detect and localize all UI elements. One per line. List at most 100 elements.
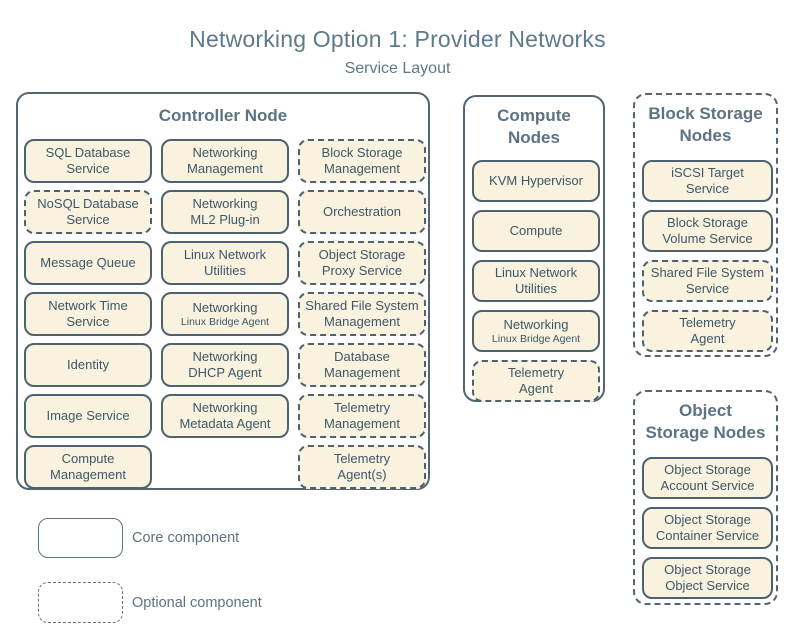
component-label: Agent(s): [337, 467, 387, 482]
group-title-line: Object: [679, 401, 732, 420]
component-kvm-hypervisor: KVM Hypervisor: [472, 160, 600, 202]
component-database-management: Database Management: [298, 343, 426, 387]
component-networking-ml2-plugin: Networking ML2 Plug-in: [161, 190, 289, 234]
component-label: iSCSI Target: [671, 165, 744, 181]
component-label: Management: [324, 314, 400, 329]
component-network-time-service: Network Time Service: [24, 292, 152, 336]
group-title-line: Block Storage: [648, 104, 763, 123]
component-label: Management: [50, 467, 126, 482]
component-label: Object Storage: [318, 247, 406, 263]
component-label: Networking: [192, 299, 258, 315]
component-object-storage-proxy-service: Object Storage Proxy Service: [298, 241, 426, 285]
component-networking-dhcp-agent: Networking DHCP Agent: [161, 343, 289, 387]
component-iscsi-target-service: iSCSI Target Service: [642, 160, 773, 202]
component-label: Identity: [67, 357, 109, 373]
component-label: Account Service: [660, 478, 755, 493]
component-shared-file-system-service: Shared File System Service: [642, 260, 773, 302]
group-title-controller: Controller Node: [18, 105, 428, 127]
component-message-queue: Message Queue: [24, 241, 152, 285]
component-shared-file-system-management: Shared File System Management: [298, 292, 426, 336]
component-label: Shared File System: [650, 265, 765, 281]
component-orchestration: Orchestration: [298, 190, 426, 234]
group-compute-nodes: Compute Nodes KVM Hypervisor Compute Lin…: [463, 95, 605, 402]
component-linux-network-utilities: Linux Network Utilities: [161, 241, 289, 285]
component-label: Agent: [519, 381, 553, 396]
group-title-block-storage: Block Storage Nodes: [635, 103, 776, 147]
component-nosql-database-service: NoSQL Database Service: [24, 190, 152, 234]
group-title-line: Nodes: [679, 125, 732, 145]
component-label: Message Queue: [40, 255, 136, 271]
component-label: Service: [685, 181, 730, 196]
component-label: Object Storage: [664, 462, 751, 478]
component-label: Block Storage: [321, 145, 403, 161]
block-storage-component-stack: iSCSI Target Service Block Storage Volum…: [642, 160, 773, 352]
component-compute: Compute: [472, 210, 600, 252]
component-label: Linux Network: [183, 247, 267, 263]
component-label: Linux Bridge Agent: [180, 315, 270, 328]
component-label: Telemetry: [679, 315, 736, 331]
component-label: Linux Bridge Agent: [491, 332, 581, 345]
component-label: Networking: [192, 196, 258, 212]
component-label: Utilities: [204, 263, 246, 278]
component-telemetry-agent: Telemetry Agent: [472, 360, 600, 402]
component-networking-linux-bridge-agent: Networking Linux Bridge Agent: [161, 292, 289, 336]
component-label: Telemetry: [507, 365, 565, 381]
component-linux-network-utilities: Linux Network Utilities: [472, 260, 600, 302]
component-label: Management: [324, 161, 400, 176]
component-identity: Identity: [24, 343, 152, 387]
group-title-line: Nodes: [508, 127, 560, 147]
component-label: Management: [187, 161, 263, 176]
component-label: Compute: [509, 223, 563, 239]
component-label: Shared File System: [305, 298, 419, 314]
component-label: Object Storage: [664, 512, 751, 528]
component-object-storage-object-service: Object Storage Object Service: [642, 557, 773, 599]
component-label: Networking: [192, 349, 258, 365]
diagram-title: Networking Option 1: Provider Networks: [189, 26, 606, 52]
component-label: Service: [685, 281, 730, 296]
component-telemetry-agent: Telemetry Agent: [642, 310, 773, 352]
component-telemetry-agents: Telemetry Agent(s): [298, 445, 426, 489]
component-label: SQL Database: [45, 145, 131, 161]
legend-core-swatch: [38, 518, 123, 558]
component-object-storage-account-service: Object Storage Account Service: [642, 457, 773, 499]
legend-core-label: Core component: [132, 530, 240, 546]
component-label: Container Service: [655, 528, 760, 543]
component-label: KVM Hypervisor: [489, 173, 583, 189]
component-telemetry-management: Telemetry Management: [298, 394, 426, 438]
component-networking-linux-bridge-agent: Networking Linux Bridge Agent: [472, 310, 600, 352]
controller-component-grid: SQL Database Service Networking Manageme…: [24, 139, 426, 489]
group-title-line: Storage Nodes: [645, 422, 766, 442]
component-label: Block Storage: [667, 215, 748, 231]
component-label: Networking: [192, 400, 258, 416]
component-label: Agent: [690, 331, 725, 346]
component-label: Proxy Service: [321, 263, 403, 278]
group-block-storage-nodes: Block Storage Nodes iSCSI Target Service…: [633, 93, 778, 357]
component-label: Network Time: [48, 298, 128, 314]
component-networking-management: Networking Management: [161, 139, 289, 183]
component-image-service: Image Service: [24, 394, 152, 438]
component-label: Telemetry: [333, 400, 391, 416]
component-label: Management: [324, 365, 400, 380]
component-label: Service: [66, 314, 110, 329]
component-label: Linux Network: [494, 265, 578, 281]
component-label: Utilities: [515, 281, 557, 296]
component-label: Database: [334, 349, 390, 365]
component-label: Service: [66, 161, 110, 176]
component-label: NoSQL Database: [37, 196, 139, 212]
component-label: Management: [324, 416, 400, 431]
component-label: Orchestration: [322, 204, 402, 220]
group-title-object-storage: Object Storage Nodes: [635, 400, 776, 444]
group-title-line: Compute: [497, 106, 571, 125]
group-object-storage-nodes: Object Storage Nodes Object Storage Acco…: [633, 390, 778, 605]
group-controller-node: Controller Node SQL Database Service Net…: [16, 92, 430, 490]
component-sql-database-service: SQL Database Service: [24, 139, 152, 183]
component-label: Metadata Agent: [179, 416, 271, 431]
component-label: DHCP Agent: [188, 365, 262, 380]
legend-optional-swatch: [38, 582, 123, 623]
component-networking-metadata-agent: Networking Metadata Agent: [161, 394, 289, 438]
legend-optional-label: Optional component: [132, 594, 262, 611]
compute-component-stack: KVM Hypervisor Compute Linux Network Uti…: [472, 160, 600, 402]
group-title-line: Controller Node: [158, 106, 288, 125]
component-object-storage-container-service: Object Storage Container Service: [642, 507, 773, 549]
